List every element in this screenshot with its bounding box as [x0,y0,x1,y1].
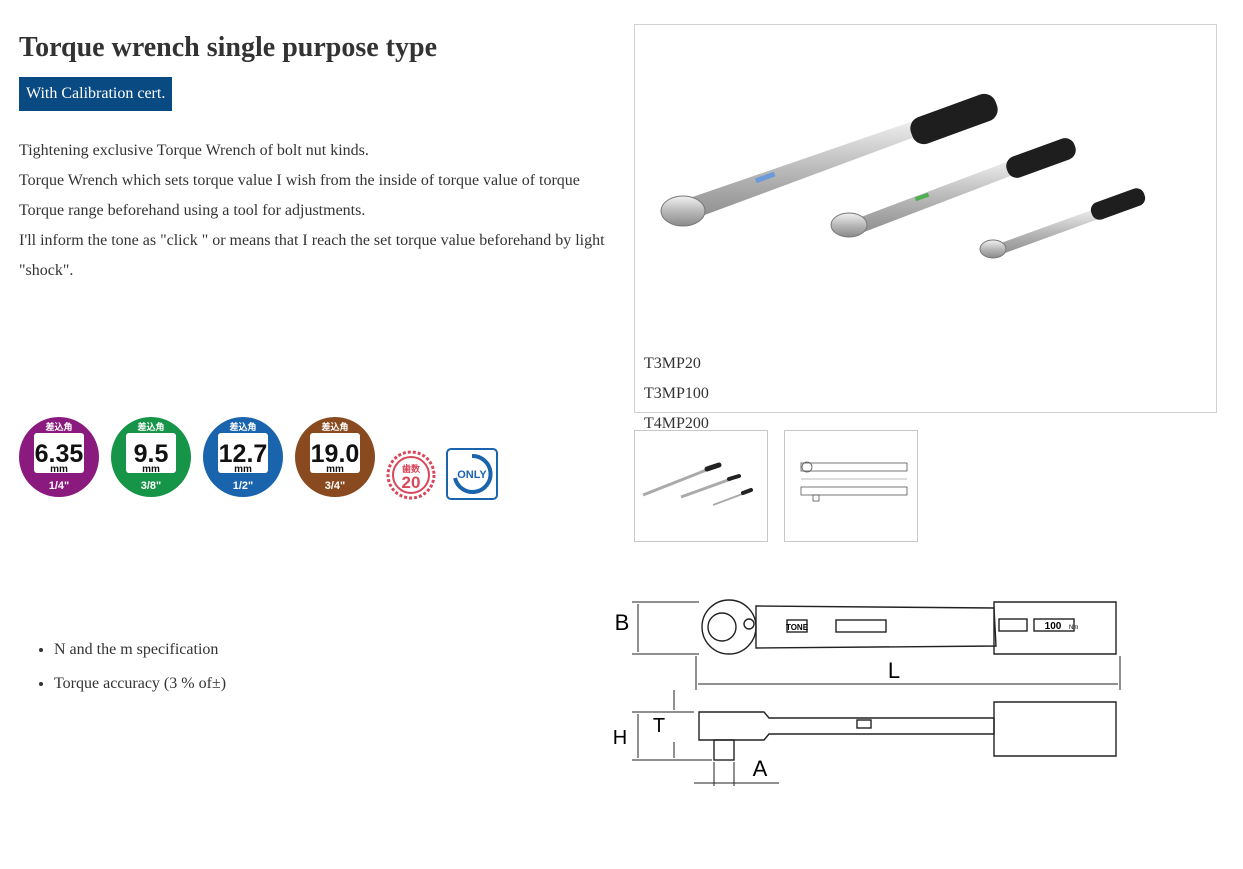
drive-size: 12.7 [219,440,268,468]
page-title: Torque wrench single purpose type [19,32,437,63]
drive-inch: 1/2" [233,480,254,492]
drive-unit: mm [50,464,68,475]
drive-header: 差込角 [137,421,164,432]
drive-9-5-icon: 差込角 9.5 mm 3/8" [111,417,191,497]
drive-inch: 3/8" [141,480,162,492]
main-product-image[interactable]: T3MP20 T3MP100 T4MP200 [634,24,1217,432]
product-description: Tightening exclusive Torque Wrench of bo… [19,136,619,286]
model-name: T3MP100 [644,385,709,402]
dim-label-t: T [653,715,665,737]
only-label: ONLY [457,469,487,481]
dim-label-a: A [753,756,768,781]
description-line: Tightening exclusive Torque Wrench of bo… [19,142,369,159]
drive-size: 6.35 [35,440,84,468]
wrench-medium [830,138,1076,238]
dim-label-h: H [613,727,627,749]
description-line: I'll inform the tone as "click " or mean… [19,232,605,279]
drive-unit: mm [326,464,344,475]
model-name: T3MP20 [644,355,701,372]
drive-19-0-icon: 差込角 19.0 mm 3/4" [295,417,375,497]
dim-label-l: L [888,658,900,683]
drive-inch: 1/4" [49,480,70,492]
calibration-badge: With Calibration cert. [19,77,173,111]
drive-header: 差込角 [229,421,256,432]
only-arrow [453,453,493,494]
gear-ring [386,450,436,500]
drive-6-35-icon: 差込角 6.35 mm 1/4" [19,417,99,497]
drive-size: 19.0 [311,440,360,468]
drive-inch: 3/4" [325,480,346,492]
thumbnail-wrenches-image [642,462,753,506]
drive-unit: mm [142,464,160,475]
drive-12-7-icon: 差込角 12.7 mm 1/2" [203,417,283,497]
readout-value: 100 [1045,621,1062,632]
gear-count: 20 [402,473,421,492]
thumbnail-drawing[interactable] [784,430,918,542]
feature-item: N and the m specification [54,633,226,667]
model-list: T3MP20 T3MP100 T4MP200 [644,349,709,439]
brand-label: TONE [786,623,809,632]
feature-list: N and the m specification Torque accurac… [34,633,226,701]
thumbnail-diagram-image [800,461,908,502]
gear-inner [392,456,430,494]
drive-header: 差込角 [321,421,348,432]
only-icon: ONLY [446,448,498,500]
dim-label-b: B [615,610,630,635]
model-name: T4MP200 [644,415,709,432]
gear-label: 歯数 [402,463,421,474]
feature-item: Torque accuracy (3 % of±) [54,667,226,701]
drive-size: 9.5 [134,440,169,468]
thumbnail-photo[interactable] [634,430,768,542]
wrench-small [979,188,1146,259]
gear-teeth-icon: 歯数 20 [386,450,436,500]
description-line: Torque Wrench which sets torque value I … [19,172,580,219]
readout-unit: Nm [1069,625,1078,631]
dimension-diagram: B L H T A TONE 100 Nm [613,599,1121,786]
drive-header: 差込角 [45,421,72,432]
drive-unit: mm [234,464,252,475]
wrench-photo [660,93,1146,259]
wrench-large [660,93,998,227]
